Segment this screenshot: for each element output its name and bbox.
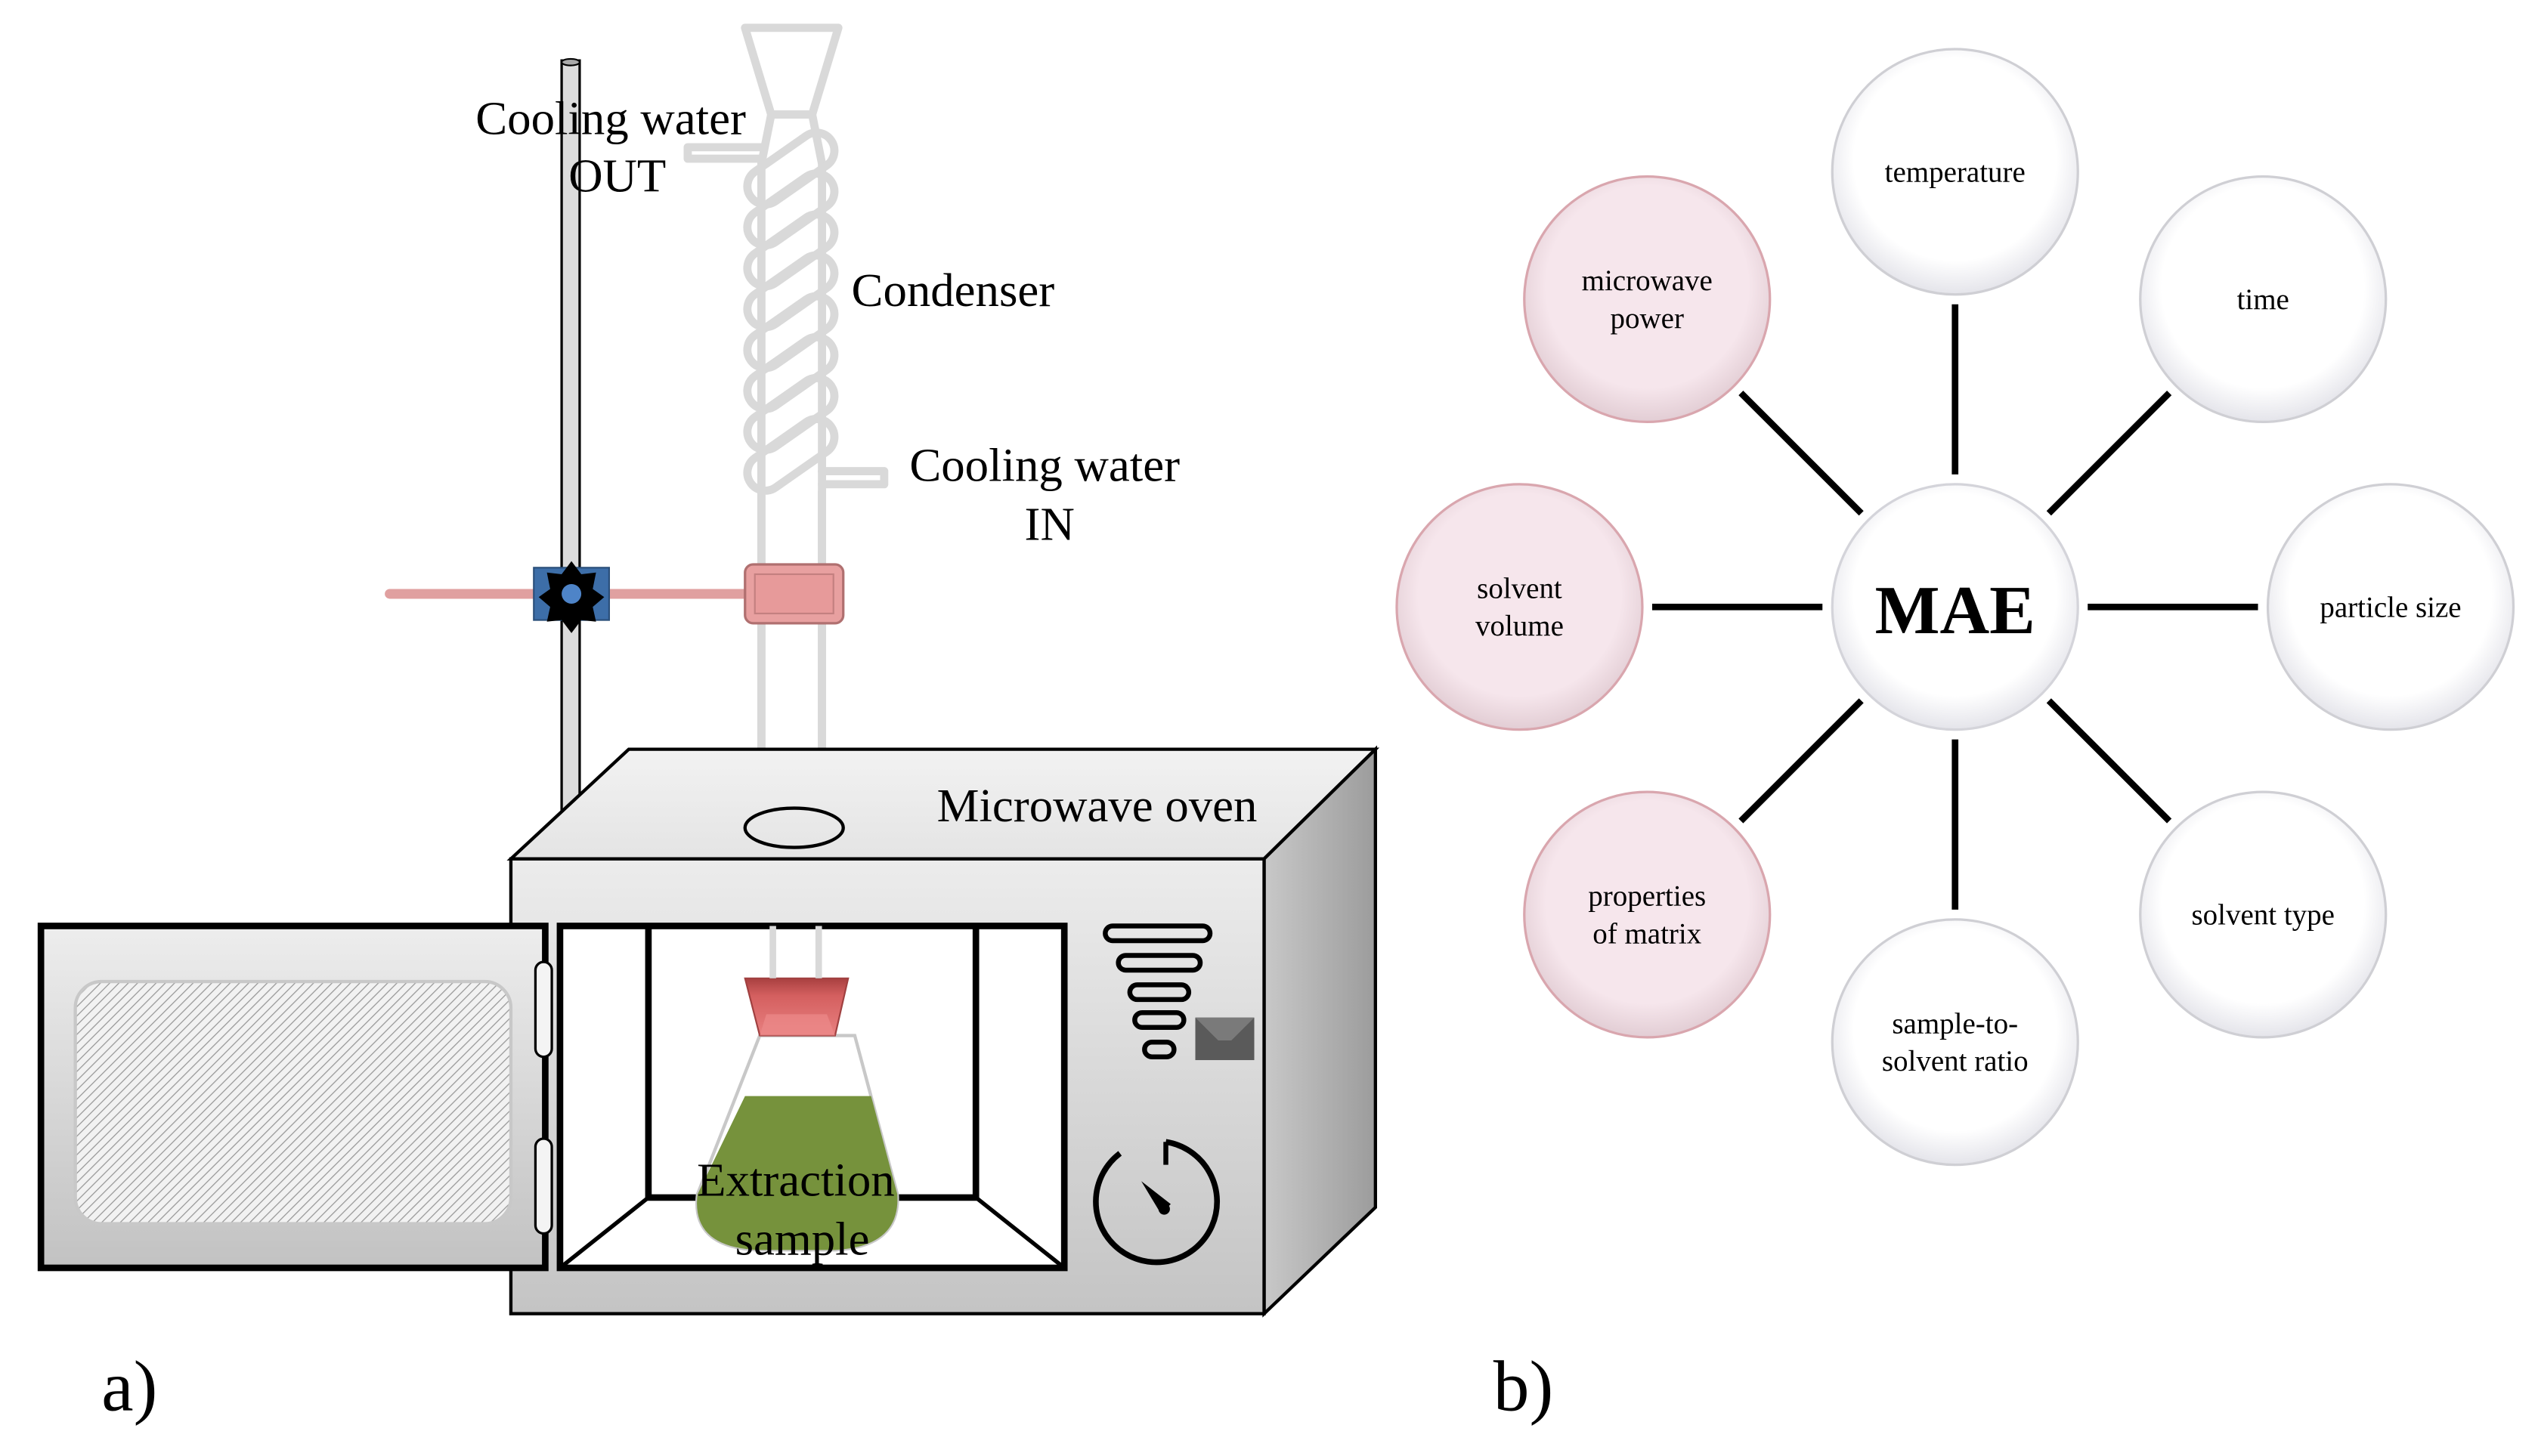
connector-line [1738,390,1864,516]
factor-label: solvent [1477,572,1562,604]
center-label: MAE [1875,572,2035,648]
factor-node: sample-to-solvent ratio [1831,918,2079,1167]
label-condenser: Condenser [852,264,1055,317]
vent-slot [1103,923,1213,944]
vent-slot [1127,982,1192,1003]
factor-node: microwave power [1523,175,1772,424]
door-window [73,979,513,1226]
factor-node: properties of matrix [1523,790,1772,1039]
label-cooling-water-out-1: Cooling water [475,92,746,145]
timer-dial-icon[interactable] [1093,1139,1221,1266]
center-node-mae: MAE [1831,483,2079,731]
factor-label: solvent type [2192,899,2335,932]
oven-door[interactable] [37,923,553,1272]
panel-label-a: a) [101,1346,157,1426]
connector-line [2046,390,2172,516]
factor-bubble [2139,175,2388,424]
factor-label: particle size [2320,591,2461,623]
factor-label: microwave [1582,264,1713,297]
factor-bubble [2139,790,2388,1039]
factor-bubble [1523,790,1772,1039]
flask-stopper [744,977,850,1037]
factor-bubble [1395,483,1644,731]
connector-line [2046,698,2172,824]
label-extraction-sample-1: Extraction [697,1154,895,1207]
vent-slot [1142,1039,1177,1059]
factor-label: time [2237,283,2289,316]
panel-b-mae-factors: temperature time particle size solvent type… [1395,48,2515,1426]
extraction-sample-liquid [697,1096,898,1250]
oven-top-port [743,806,845,849]
erlenmeyer-flask [695,926,899,1252]
factor-label: of matrix [1592,917,1701,950]
condenser-coil [743,128,839,495]
condenser-funnel [741,23,843,119]
label-cooling-water-in-2: IN [1025,498,1075,551]
door-hinge [534,1137,553,1235]
factor-node: temperature [1831,48,2079,296]
factor-label: temperature [1885,156,2026,188]
factor-node: particle size [2266,483,2515,731]
boss-head [533,561,611,633]
control-panel [1103,923,1213,1059]
retort-stand-rod [560,57,581,831]
factor-bubble [2266,483,2515,731]
label-cooling-water-in-1: Cooling water [909,439,1180,492]
factor-node: time [2139,175,2388,424]
cooling-in-port [818,467,889,489]
factor-node: solvent volume [1395,483,1644,731]
factor-label: solvent ratio [1882,1045,2029,1077]
factor-nodes: temperature time particle size solvent type… [1395,48,2515,1167]
connectors [1651,304,2258,910]
label-extraction-sample-2: sample [735,1213,870,1266]
vent-slot [1132,1009,1187,1030]
door-hinge [534,960,553,1059]
connector-line [1738,698,1864,824]
vent-slot [1116,953,1203,973]
panel-a-apparatus: Cooling water OUT Condenser Cooling wate… [37,23,1380,1426]
factor-node: solvent type [2139,790,2388,1039]
factor-bubble [1831,48,2079,296]
label-cooling-water-out-2: OUT [568,149,666,202]
factor-label: sample-to- [1892,1007,2018,1040]
panel-label-b: b) [1493,1346,1553,1426]
factor-label: power [1611,302,1684,335]
factor-bubble [1523,175,1772,424]
label-microwave-oven: Microwave oven [937,779,1258,832]
start-button[interactable] [1195,1017,1255,1061]
cooling-out-port [683,143,766,163]
condenser-clamp [744,563,845,625]
factor-label: properties [1588,880,1706,913]
microwave-oven [506,745,1380,1318]
factor-label: volume [1475,610,1564,642]
factor-bubble [1831,918,2079,1167]
